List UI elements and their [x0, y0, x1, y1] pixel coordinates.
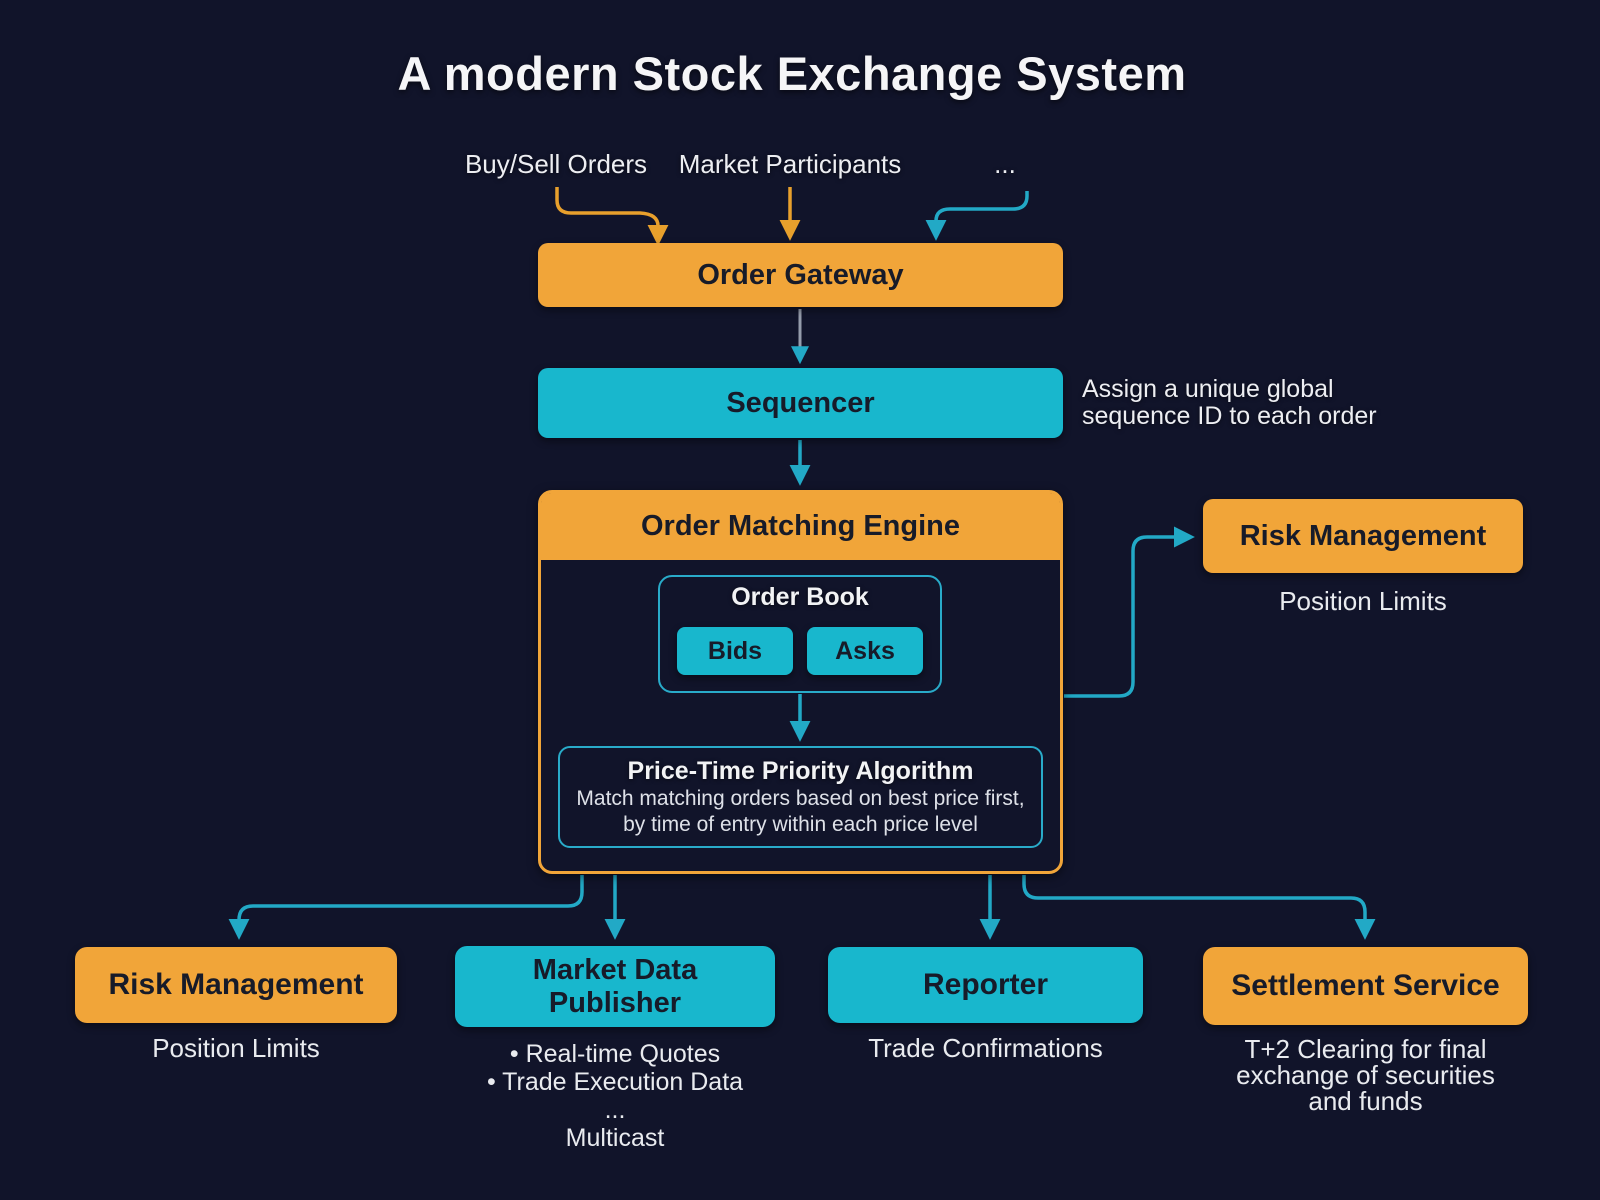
- node-order-matching-engine: Order Matching Engine: [538, 490, 1063, 874]
- sequencer-annotation: Assign a unique global sequence ID to ea…: [1082, 375, 1377, 430]
- node-risk-management-side: Risk Management: [1203, 499, 1523, 573]
- order-book-label: Order Book: [731, 583, 869, 611]
- risk-management-side-note: Position Limits: [1279, 586, 1447, 616]
- mdp-note-multicast: Multicast: [565, 1124, 665, 1152]
- mdp-note-realtime-quotes: • Real-time Quotes: [509, 1040, 721, 1068]
- risk-management-bottom-label: Risk Management: [108, 968, 364, 1001]
- market-data-publisher-label: Market Data Publisher: [532, 953, 698, 1019]
- arrow-engine-to-settlement: [1022, 875, 1376, 940]
- asks-label: Asks: [835, 636, 895, 665]
- reporter-label: Reporter: [922, 968, 1049, 1001]
- node-market-data-publisher: Market Data Publisher: [455, 946, 775, 1027]
- arrow-more-to-gateway: [925, 191, 1029, 241]
- input-label-buy-sell-orders: Buy/Sell Orders: [464, 149, 648, 179]
- node-settlement-service: Settlement Service: [1203, 947, 1528, 1025]
- reporter-note: Trade Confirmations: [868, 1033, 1103, 1063]
- settlement-service-note: T+2 Clearing for final exchange of secur…: [1236, 1034, 1495, 1116]
- market-data-publisher-notes: • Real-time Quotes • Trade Execution Dat…: [430, 1040, 800, 1152]
- node-risk-management-bottom: Risk Management: [75, 947, 397, 1023]
- algorithm-title: Price-Time Priority Algorithm: [627, 757, 974, 785]
- input-label-market-participants: Market Participants: [678, 149, 902, 179]
- node-order-gateway: Order Gateway: [538, 243, 1063, 307]
- arrow-engine-to-risk-bottom: [228, 875, 584, 940]
- node-price-time-priority-algorithm: [558, 746, 1043, 848]
- order-matching-engine-header: Order Matching Engine: [541, 493, 1060, 560]
- node-reporter: Reporter: [828, 947, 1143, 1023]
- arrow-buysell-to-gateway: [555, 187, 669, 246]
- risk-management-bottom-note: Position Limits: [152, 1033, 320, 1063]
- page-title: A modern Stock Exchange System: [397, 47, 1187, 100]
- node-asks: Asks: [807, 627, 923, 675]
- arrow-engine-to-risk-side: [1064, 526, 1195, 698]
- risk-management-side-label: Risk Management: [1239, 519, 1487, 552]
- sequencer-label: Sequencer: [726, 386, 875, 419]
- bids-label: Bids: [707, 636, 763, 665]
- settlement-service-label: Settlement Service: [1231, 969, 1500, 1002]
- mdp-note-more: ...: [604, 1096, 626, 1124]
- node-bids: Bids: [677, 627, 793, 675]
- node-sequencer: Sequencer: [538, 368, 1063, 438]
- order-gateway-label: Order Gateway: [697, 258, 904, 291]
- mdp-note-trade-execution: • Trade Execution Data: [486, 1068, 744, 1096]
- order-matching-engine-label: Order Matching Engine: [640, 510, 961, 542]
- input-label-more: ...: [994, 149, 1016, 179]
- algorithm-description: Match matching orders based on best pric…: [576, 787, 1025, 836]
- node-order-book: [658, 575, 942, 693]
